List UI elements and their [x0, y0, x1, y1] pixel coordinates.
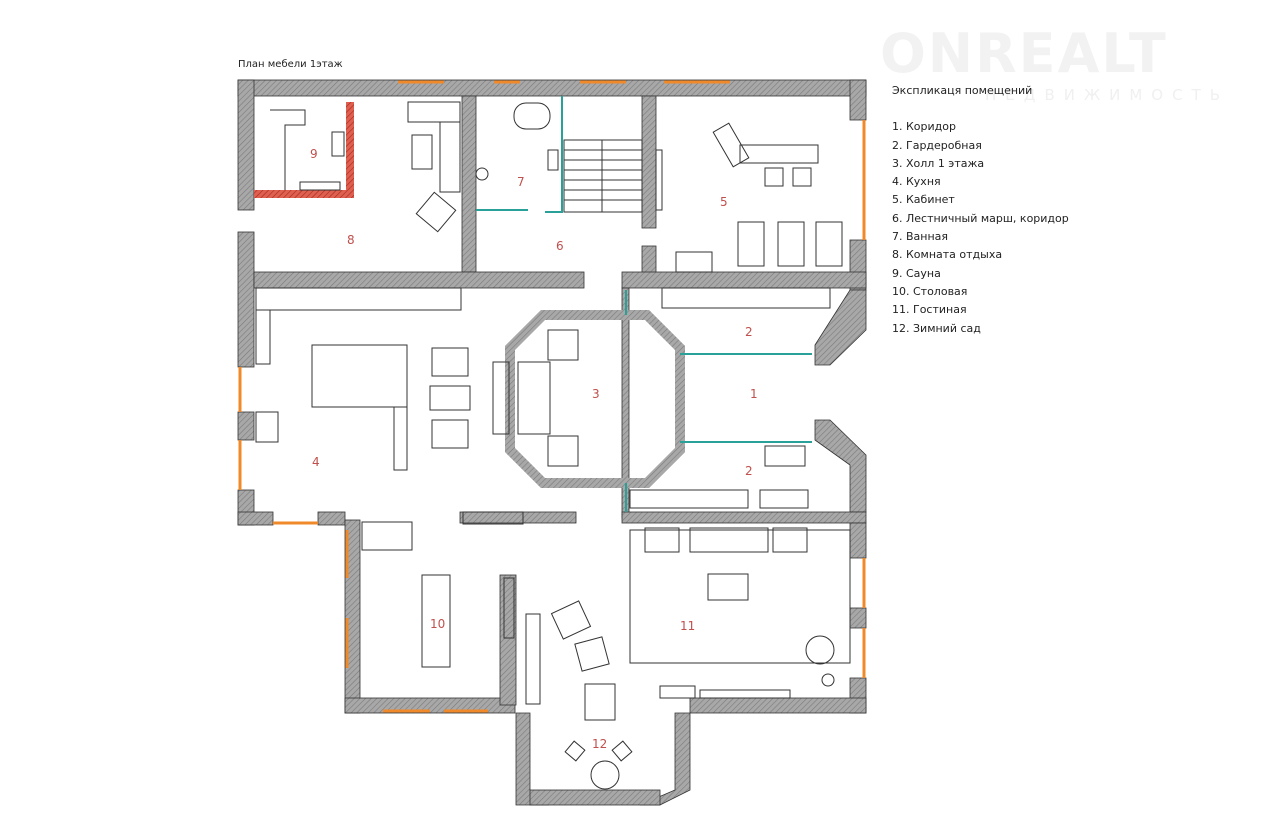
- room-1-label: 1: [750, 387, 758, 401]
- room-7-label: 7: [517, 175, 525, 189]
- plan-title: План мебели 1этаж: [238, 59, 343, 70]
- legend-item: 10. Столовая: [892, 284, 968, 298]
- sauna-walls: [254, 102, 354, 198]
- legend-item: 12. Зимний сад: [892, 321, 981, 335]
- legend-item: 8. Комната отдыха: [892, 248, 1003, 262]
- room-8-label: 8: [347, 233, 355, 247]
- legend-item: 9. Сауна: [892, 266, 941, 280]
- room-12-label: 12: [592, 737, 607, 751]
- legend-item: 2. Гардеробная: [892, 138, 982, 152]
- legend-item: 4. Кухня: [892, 175, 941, 189]
- glass-partitions: [476, 96, 812, 512]
- room-9-label: 9: [310, 147, 318, 161]
- room-4-label: 4: [312, 455, 320, 469]
- room-11-label: 11: [680, 619, 695, 633]
- watermark-sub: НЕДВИЖИМОСТЬ: [985, 86, 1230, 104]
- legend-item: 3. Холл 1 этажа: [892, 156, 985, 170]
- room-3-label: 3: [592, 387, 600, 401]
- legend-item: 7. Ванная: [892, 230, 949, 244]
- room-2a-label: 2: [745, 325, 753, 339]
- room-2b-label: 2: [745, 464, 753, 478]
- legend-item: 6. Лестничный марш, коридор: [892, 211, 1069, 225]
- windows: [238, 80, 866, 713]
- legend-item: 11. Гостиная: [892, 303, 967, 317]
- room-legend: Экспликаця помещений 1. Коридор 2. Гарде…: [892, 82, 1069, 338]
- watermark-logo: ONREALT: [880, 22, 1168, 85]
- room-10-label: 10: [430, 617, 445, 631]
- stairs: [563, 139, 643, 213]
- legend-item: 5. Кабинет: [892, 193, 955, 207]
- room-labels: 1 2 2 3 4 5 6 7 8 9 10 11 12: [310, 147, 758, 751]
- watermark-brand: ONREALT: [880, 22, 1168, 85]
- room-5-label: 5: [720, 195, 728, 209]
- legend-item: 1. Коридор: [892, 120, 956, 134]
- room-6-label: 6: [556, 239, 564, 253]
- furniture: [255, 101, 851, 790]
- legend-heading: Экспликаця помещений: [892, 84, 1033, 97]
